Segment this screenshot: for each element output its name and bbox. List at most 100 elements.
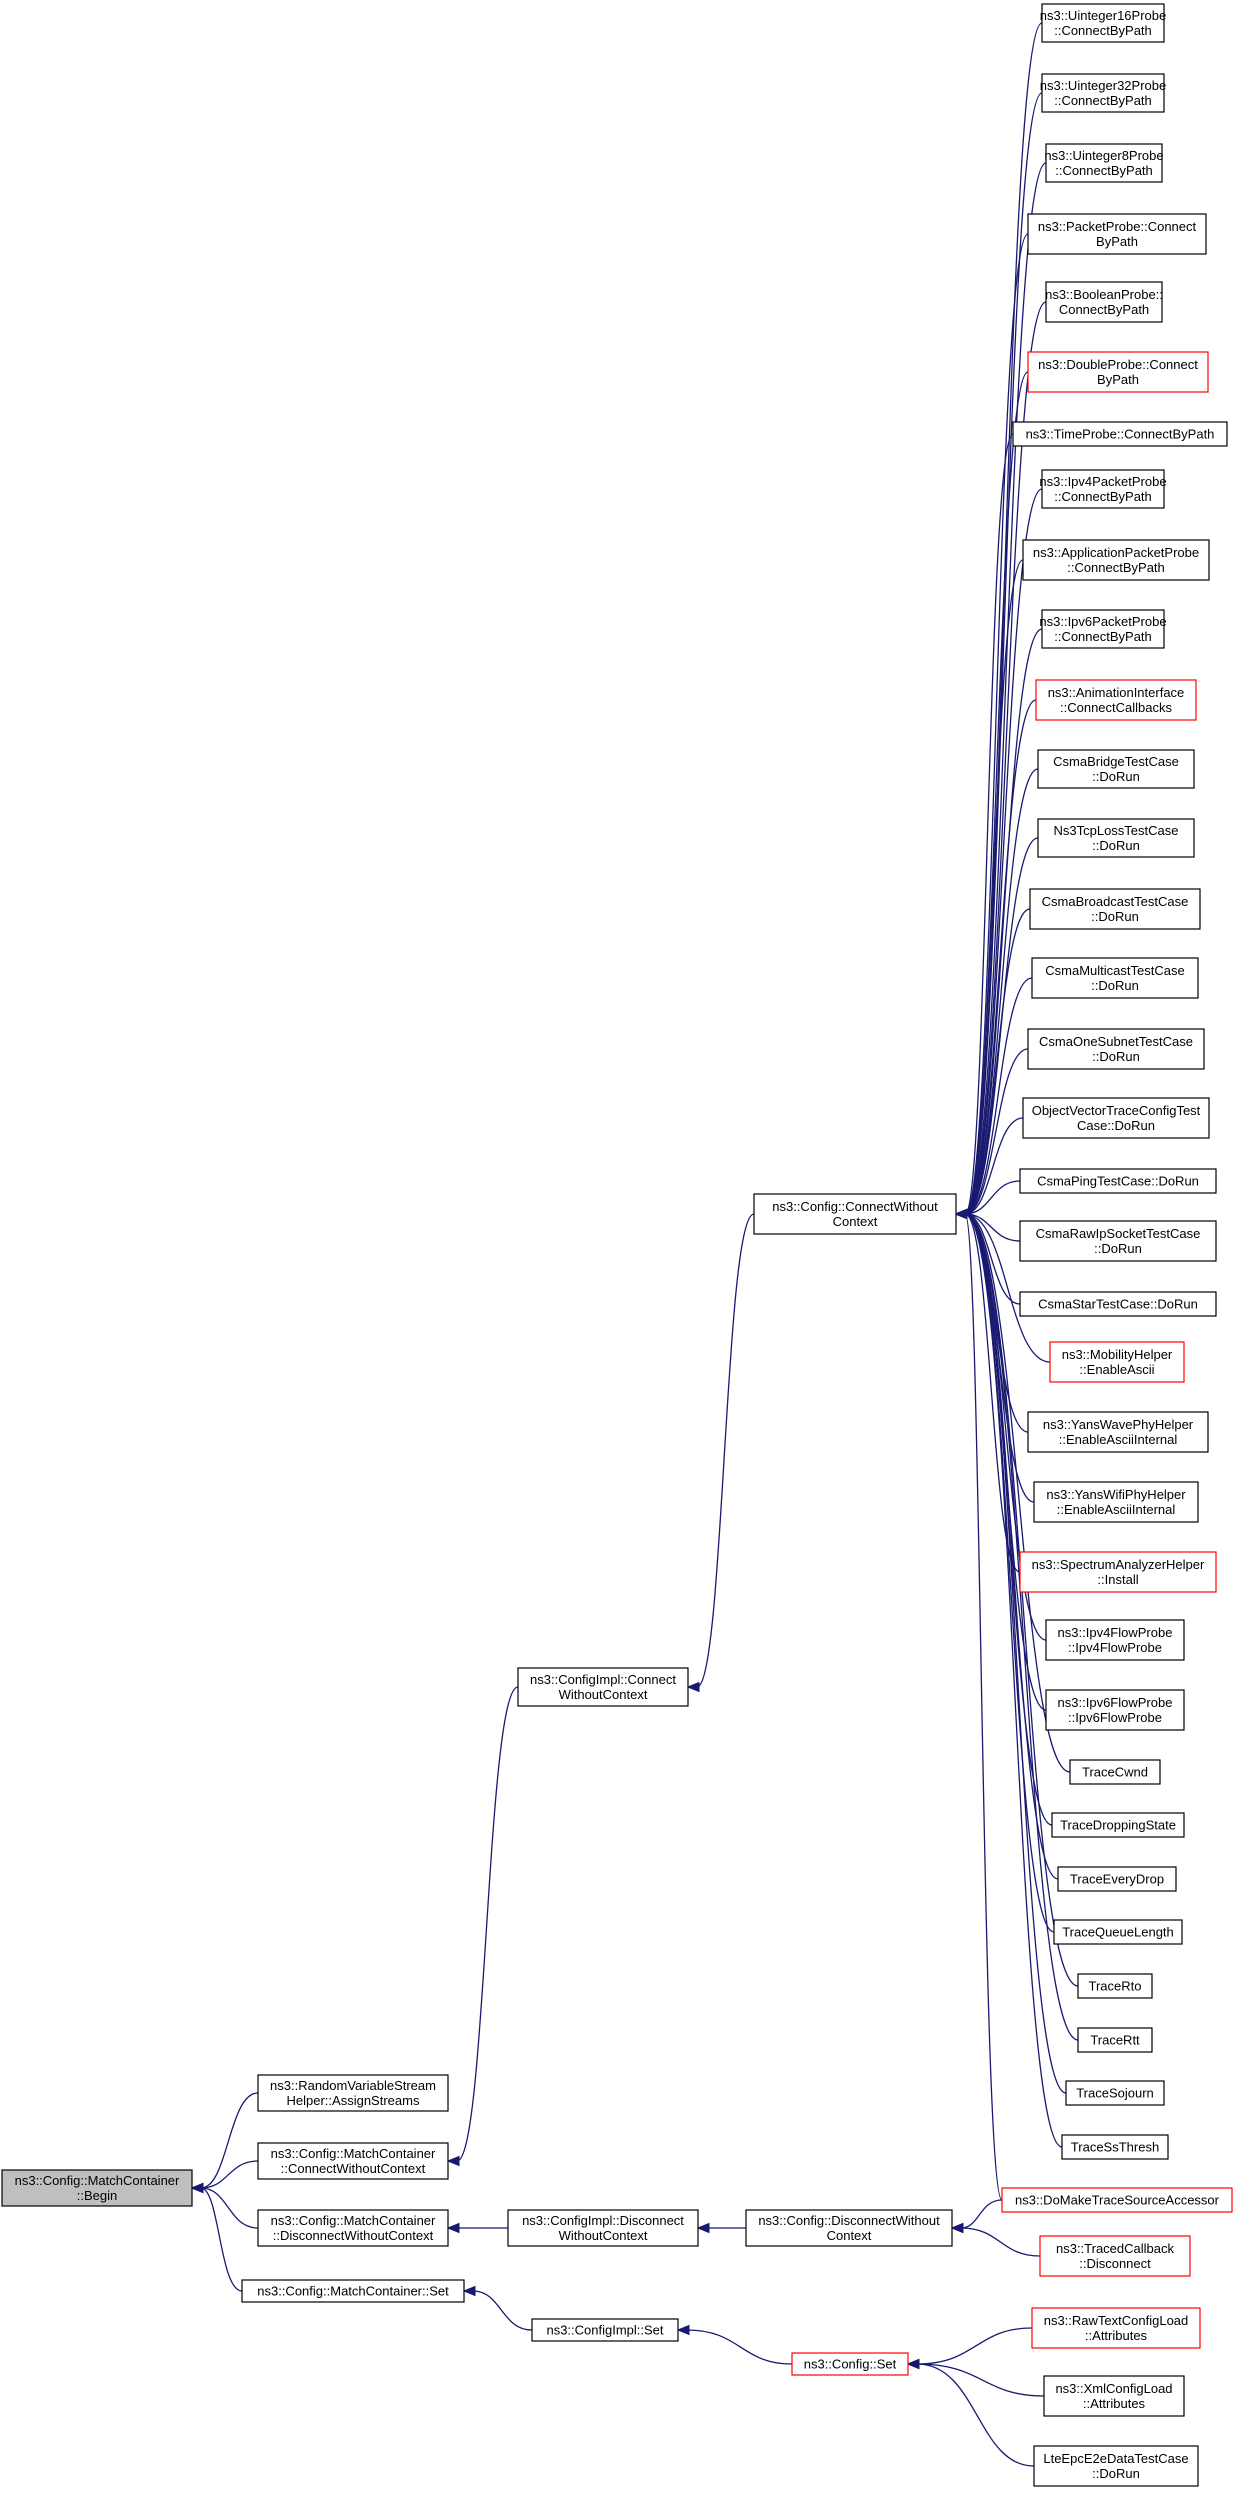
node-box (1019, 1168, 1217, 1194)
node-doubleprobe[interactable]: ns3::DoubleProbe::ConnectByPath (1027, 351, 1209, 393)
node-label: ns3::AnimationInterface (1048, 685, 1185, 700)
node-box (257, 2142, 449, 2180)
node-animif[interactable]: ns3::AnimationInterface::ConnectCallback… (1035, 679, 1197, 721)
node-ipv6flow[interactable]: ns3::Ipv6FlowProbe::Ipv6FlowProbe (1045, 1689, 1185, 1731)
node-box (1045, 143, 1163, 183)
node-label: TraceSsThresh (1071, 2140, 1159, 2155)
node-timeprobe[interactable]: ns3::TimeProbe::ConnectByPath (1012, 421, 1228, 447)
node-domake[interactable]: ns3::DoMakeTraceSourceAccessor (1001, 2187, 1233, 2213)
node-tracecwnd[interactable]: TraceCwnd (1069, 1759, 1161, 1785)
node-box (1065, 2080, 1165, 2106)
node-tracessthresh[interactable]: TraceSsThresh (1061, 2134, 1169, 2160)
node-box (1035, 679, 1197, 721)
node-csmastar[interactable]: CsmaStarTestCase::DoRun (1019, 1291, 1217, 1317)
node-ns3tcploss[interactable]: Ns3TcpLossTestCase::DoRun (1037, 818, 1195, 858)
node-label: CsmaBridgeTestCase (1053, 754, 1179, 769)
node-box (745, 2209, 953, 2247)
node-yanswifi[interactable]: ns3::YansWifiPhyHelper::EnableAsciiInter… (1033, 1481, 1199, 1523)
node-csmaraw[interactable]: CsmaRawIpSocketTestCase::DoRun (1019, 1220, 1217, 1262)
node-box (257, 2209, 449, 2247)
node-box (1077, 2027, 1153, 2053)
node-ci_connect[interactable]: ns3::ConfigImpl::ConnectWithoutContext (517, 1667, 689, 1707)
node-tracequeue[interactable]: TraceQueueLength (1053, 1919, 1183, 1945)
arrowhead (954, 1208, 968, 1220)
node-tracerto[interactable]: TraceRto (1077, 1973, 1153, 1999)
node-label: ::ConnectByPath (1054, 489, 1152, 504)
node-label: ByPath (1096, 234, 1138, 249)
node-box (1041, 609, 1165, 649)
node-u8[interactable]: ns3::Uinteger8Probe::ConnectByPath (1044, 143, 1164, 183)
node-label: ns3::ConfigImpl::Set (546, 2323, 663, 2338)
node-cfg_disconnect[interactable]: ns3::Config::DisconnectWithoutContext (745, 2209, 953, 2247)
edges-layer (190, 22, 1079, 2467)
node-csmabcast[interactable]: CsmaBroadcastTestCase::DoRun (1029, 888, 1201, 930)
node-ci_set[interactable]: ns3::ConfigImpl::Set (531, 2318, 679, 2342)
node-box (517, 1667, 689, 1707)
node-apppp[interactable]: ns3::ApplicationPacketProbe::ConnectByPa… (1022, 539, 1210, 581)
node-label: ::Attributes (1083, 2396, 1146, 2411)
node-label: ns3::BooleanProbe:: (1045, 287, 1163, 302)
node-packetprobe[interactable]: ns3::PacketProbe::ConnectByPath (1027, 213, 1207, 255)
node-rvs_assign[interactable]: ns3::RandomVariableStreamHelper::AssignS… (257, 2074, 449, 2112)
node-box (1049, 1341, 1185, 1383)
arrowhead (462, 2285, 476, 2297)
call-edge (696, 1213, 755, 1688)
node-ipv6pp[interactable]: ns3::Ipv6PacketProbe::ConnectByPath (1039, 609, 1167, 649)
node-csmaone[interactable]: CsmaOneSubnetTestCase::DoRun (1027, 1028, 1205, 1070)
node-mc_disconnect[interactable]: ns3::Config::MatchContainer::DisconnectW… (257, 2209, 449, 2247)
arrowhead (906, 2358, 920, 2370)
arrowhead (676, 2324, 690, 2336)
node-label: ns3::Ipv6PacketProbe (1039, 614, 1166, 629)
node-boolprobe[interactable]: ns3::BooleanProbe::ConnectByPath (1045, 281, 1163, 323)
node-box (1027, 1411, 1209, 1453)
node-traceevery[interactable]: TraceEveryDrop (1057, 1866, 1177, 1892)
node-box (1039, 2235, 1191, 2277)
node-rawtext[interactable]: ns3::RawTextConfigLoad::Attributes (1031, 2307, 1201, 2349)
node-csmamcast[interactable]: CsmaMulticastTestCase::DoRun (1031, 957, 1199, 999)
node-cfg_connect[interactable]: ns3::Config::ConnectWithoutContext (753, 1193, 957, 1235)
node-spectrum[interactable]: ns3::SpectrumAnalyzerHelper::Install (1019, 1551, 1217, 1593)
call-edge (964, 977, 1033, 1215)
call-edge (964, 1213, 1003, 2201)
node-tracertt[interactable]: TraceRtt (1077, 2027, 1153, 2053)
node-label: ns3::YansWavePhyHelper (1043, 1417, 1194, 1432)
node-box (1027, 213, 1207, 255)
node-mc_connect[interactable]: ns3::Config::MatchContainer::ConnectWith… (257, 2142, 449, 2180)
node-label: ::Disconnect (1079, 2256, 1151, 2271)
node-label: ns3::XmlConfigLoad (1055, 2381, 1172, 2396)
node-xmlconfig[interactable]: ns3::XmlConfigLoad::Attributes (1043, 2375, 1185, 2417)
node-box (1031, 2307, 1201, 2349)
node-box (1022, 539, 1210, 581)
node-tracesojourn[interactable]: TraceSojourn (1065, 2080, 1165, 2106)
node-label: ns3::ConfigImpl::Connect (530, 1672, 676, 1687)
node-csmaping[interactable]: CsmaPingTestCase::DoRun (1019, 1168, 1217, 1194)
node-mc_set[interactable]: ns3::Config::MatchContainer::Set (241, 2279, 465, 2303)
nodes-layer: ns3::Config::MatchContainer::Beginns3::R… (1, 3, 1233, 2487)
node-cfg_set[interactable]: ns3::Config::Set (791, 2352, 909, 2376)
call-edge (964, 1180, 1021, 1215)
node-tracedcb[interactable]: ns3::TracedCallback::Disconnect (1039, 2235, 1191, 2277)
node-label: ns3::Uinteger8Probe (1044, 148, 1163, 163)
node-u16[interactable]: ns3::Uinteger16Probe::ConnectByPath (1040, 3, 1166, 43)
node-label: ns3::TimeProbe::ConnectByPath (1026, 427, 1215, 442)
node-u32[interactable]: ns3::Uinteger32Probe::ConnectByPath (1040, 73, 1166, 113)
node-label: ::DoRun (1092, 2466, 1140, 2481)
node-ipv4pp[interactable]: ns3::Ipv4PacketProbe::ConnectByPath (1039, 469, 1167, 509)
node-ipv4flow[interactable]: ns3::Ipv4FlowProbe::Ipv4FlowProbe (1045, 1619, 1185, 1661)
node-label: ::EnableAscii (1079, 1362, 1154, 1377)
node-box (1041, 469, 1165, 509)
node-label: TraceRtt (1090, 2033, 1140, 2048)
node-label: ::DoRun (1094, 1241, 1142, 1256)
node-yanswave[interactable]: ns3::YansWavePhyHelper::EnableAsciiInter… (1027, 1411, 1209, 1453)
node-label: LteEpcE2eDataTestCase (1043, 2451, 1188, 2466)
node-lteepc[interactable]: LteEpcE2eDataTestCase::DoRun (1033, 2445, 1199, 2487)
node-mobility[interactable]: ns3::MobilityHelper::EnableAscii (1049, 1341, 1185, 1383)
node-ci_disconnect[interactable]: ns3::ConfigImpl::DisconnectWithoutContex… (507, 2209, 699, 2247)
node-box (1037, 818, 1195, 858)
node-csmabridge[interactable]: CsmaBridgeTestCase::DoRun (1037, 749, 1195, 789)
node-label: ::Attributes (1085, 2328, 1148, 2343)
arrowhead (686, 1681, 700, 1693)
node-tracedrop[interactable]: TraceDroppingState (1051, 1812, 1185, 1838)
